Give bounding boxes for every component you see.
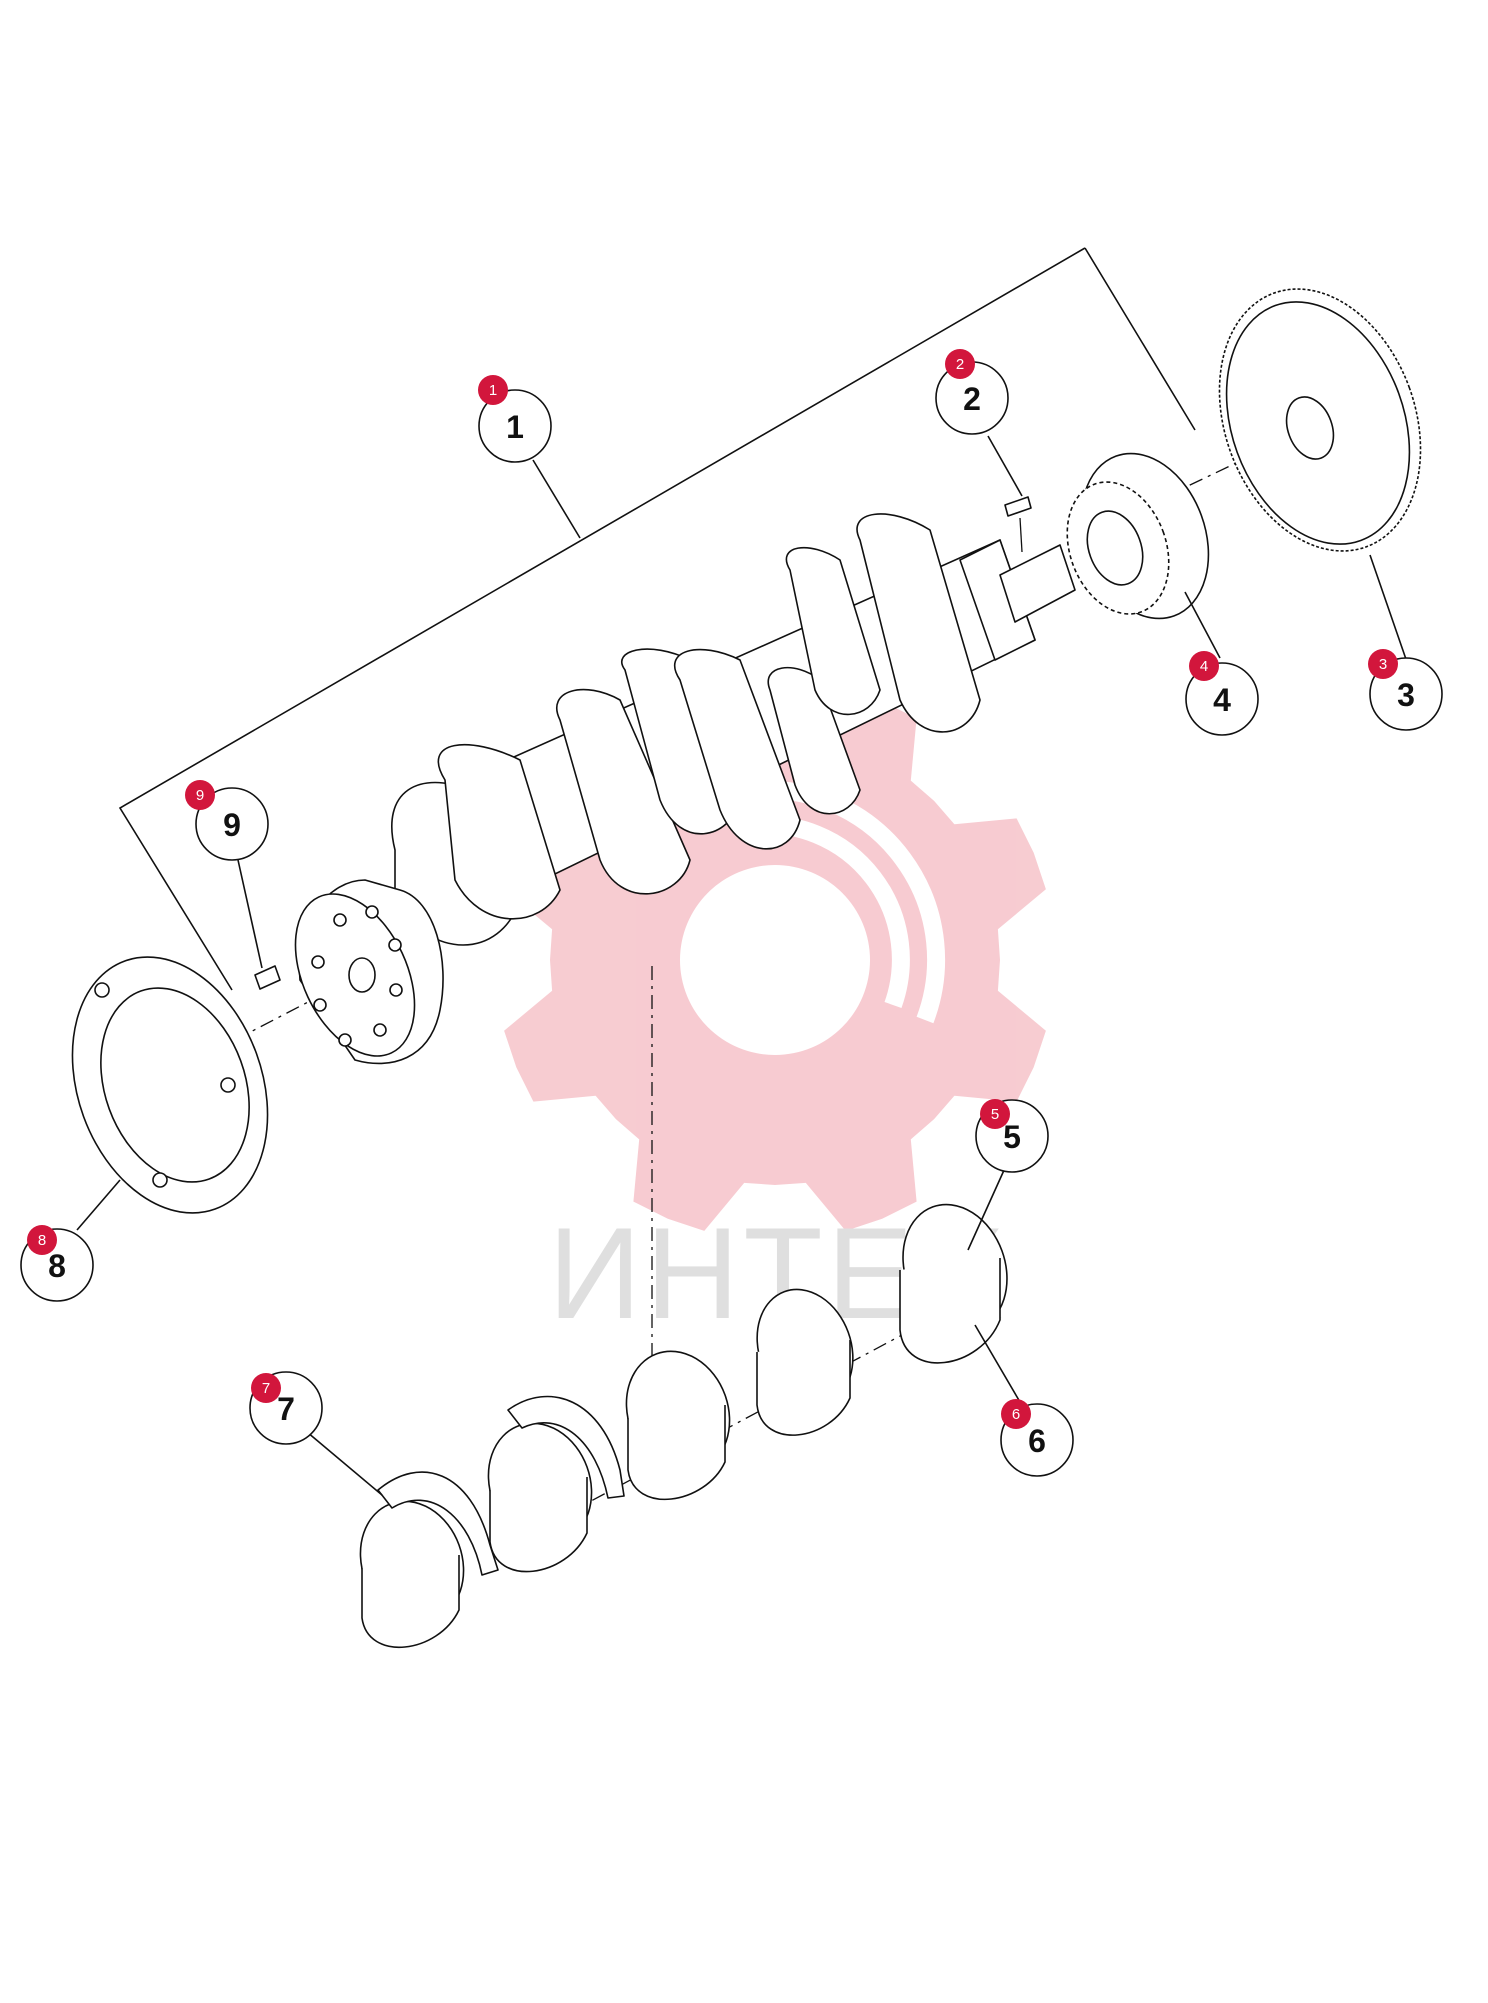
callout-number: 5 — [1003, 1119, 1021, 1155]
callout-number: 7 — [277, 1391, 295, 1427]
badge-circle — [478, 375, 508, 405]
callout-8: 88 — [20, 1225, 94, 1302]
seal-retainer-flange — [71, 956, 269, 1214]
badge-circle — [1189, 651, 1219, 681]
badge-circle — [251, 1373, 281, 1403]
badge-circle — [185, 780, 215, 810]
badge-number: 4 — [1200, 658, 1208, 675]
callout-number: 3 — [1397, 677, 1415, 713]
crankshaft — [294, 513, 1076, 1065]
crankshaft-gear — [1066, 452, 1210, 620]
callout-circle — [195, 787, 269, 861]
callout-4: 44 — [1185, 651, 1259, 736]
callout-2: 22 — [935, 349, 1009, 435]
main-bearing-shells — [359, 1203, 1008, 1649]
callout-1: 11 — [478, 375, 552, 463]
badge-number: 8 — [38, 1232, 46, 1249]
dowel-pin — [254, 965, 281, 990]
bearing-shell — [359, 1500, 465, 1649]
callout-3: 33 — [1368, 649, 1443, 731]
bearing-shell — [899, 1203, 1008, 1364]
callout-number: 8 — [48, 1248, 66, 1284]
callout-9: 99 — [185, 780, 269, 861]
callout-number: 2 — [963, 381, 981, 417]
callout-circle — [478, 389, 552, 463]
callout-number: 6 — [1028, 1423, 1046, 1459]
badge-number: 7 — [262, 1380, 270, 1397]
badge-circle — [980, 1099, 1010, 1129]
callout-number: 4 — [1213, 682, 1231, 718]
badge-number: 6 — [1012, 1406, 1020, 1423]
badge-number: 9 — [196, 787, 204, 804]
badge-circle — [1001, 1399, 1031, 1429]
badge-number: 1 — [489, 382, 497, 399]
bearing-shell — [625, 1350, 731, 1501]
badge-circle — [27, 1225, 57, 1255]
callout-7: 77 — [249, 1371, 323, 1445]
badge-number: 3 — [1379, 656, 1387, 673]
callout-6: 66 — [1000, 1399, 1074, 1477]
thrust-washers — [377, 1395, 625, 1576]
badge-number: 2 — [956, 356, 964, 373]
badge-number: 5 — [991, 1106, 999, 1123]
ring-gear-plate — [1218, 288, 1422, 552]
bearing-shell — [487, 1422, 593, 1573]
badge-circle — [1368, 649, 1398, 679]
leader-lines — [76, 435, 1409, 1496]
bearing-shell — [756, 1288, 854, 1436]
callout-number: 9 — [223, 807, 241, 843]
badge-circle — [945, 349, 975, 379]
callout-5: 55 — [975, 1099, 1049, 1173]
callout-number: 1 — [506, 409, 524, 445]
woodruff-key — [1004, 496, 1032, 553]
assembly-bracket — [118, 247, 1196, 991]
